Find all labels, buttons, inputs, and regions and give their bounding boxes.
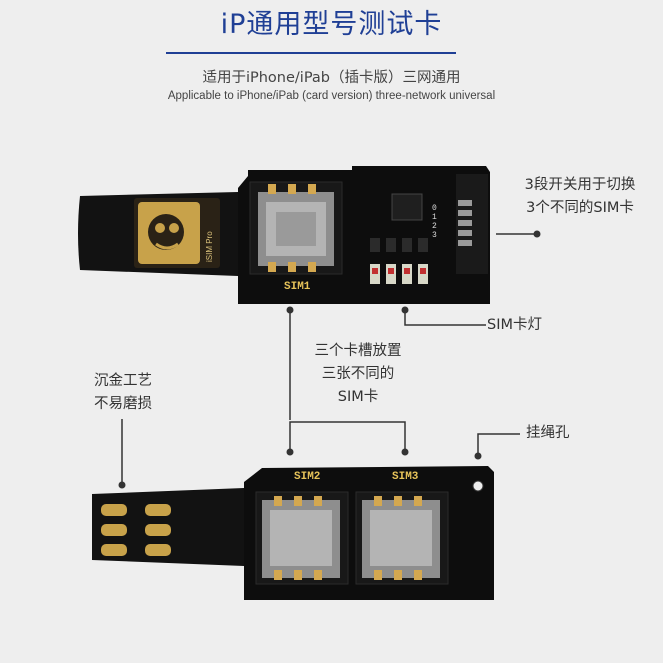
sim1-label: SIM1	[284, 281, 311, 293]
top-board	[78, 166, 490, 304]
sim-light-note: SIM卡灯	[487, 317, 542, 333]
bottom-board	[92, 466, 494, 600]
switch-pos-1: 1	[432, 213, 437, 222]
slots-note: 三个卡槽放置 三张不同的 SIM卡	[296, 340, 420, 409]
gold-note-line2: 不易磨损	[94, 396, 152, 412]
page-title: iP通用型号测试卡	[220, 9, 443, 40]
slots-note-line3: SIM卡	[337, 389, 379, 405]
slots-note-line2: 三张不同的	[321, 366, 395, 382]
switch-pos-2: 2	[432, 222, 437, 231]
lanyard-hole	[472, 480, 484, 492]
subtitle-english: Applicable to iPhone/iPab (card version)…	[167, 90, 496, 102]
switch-pos-0: 0	[432, 204, 437, 213]
switch-note-line1: 3段开关用于切换	[524, 177, 636, 193]
sim2-label: SIM2	[294, 471, 320, 483]
subtitle-chinese: 适用于iPhone/iPab（插卡版）三网通用	[202, 70, 461, 86]
gold-process-note: 沉金工艺 不易磨损	[78, 370, 168, 416]
slots-note-line1: 三个卡槽放置	[314, 343, 402, 359]
switch-note: 3段开关用于切换 3个不同的SIM卡	[502, 174, 658, 220]
lanyard-note: 挂绳孔	[526, 425, 570, 441]
gold-note-line1: 沉金工艺	[94, 373, 152, 389]
gold-contacts	[101, 504, 171, 556]
switch-note-line2: 3个不同的SIM卡	[526, 200, 634, 216]
callout-dots	[118, 230, 541, 489]
sim3-label: SIM3	[392, 471, 419, 483]
logo-text: iSIM Pro	[205, 231, 214, 262]
switch-pos-3: 3	[432, 231, 437, 240]
sim-leds	[370, 264, 428, 284]
led-row-upper	[370, 238, 428, 252]
callout-lines	[121, 233, 537, 485]
ic-chip	[391, 193, 423, 221]
title-underline	[166, 52, 456, 54]
